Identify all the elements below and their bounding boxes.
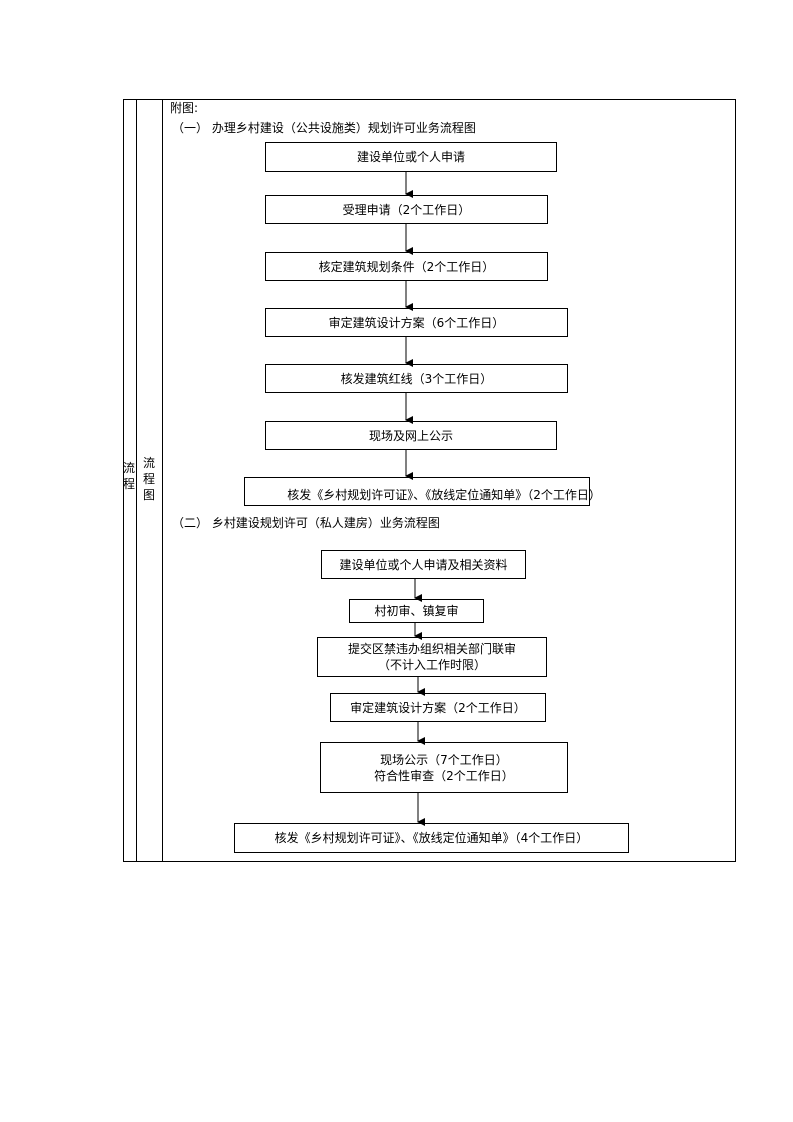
- column-label-flowchart: 流程图: [142, 456, 155, 502]
- s2-step-design-review-label: 审定建筑设计方案（2个工作日）: [350, 700, 526, 715]
- s2-step-village-town-review: 村初审、镇复审: [349, 599, 484, 623]
- s1-step-issue-permit: 核发《乡村规划许可证》、《放线定位通知单》（2个工作日）: [244, 477, 601, 506]
- s1-step-public-notice: 现场及网上公示: [265, 421, 557, 450]
- s1-step-public-notice-label: 现场及网上公示: [368, 428, 453, 443]
- s2-step-issue-permit-label: 核发《乡村规划许可证》、《放线定位通知单》（4个工作日）: [274, 831, 589, 845]
- s2-step-apply-label: 建设单位或个人申请及相关资料: [339, 557, 508, 572]
- s1-step-apply-label: 建设单位或个人申请: [356, 150, 465, 164]
- s1-step-accept-label: 受理申请（2个工作日）: [342, 202, 471, 217]
- s2-step-village-town-review-label: 村初审、镇复审: [374, 604, 459, 618]
- s2-step-apply: 建设单位或个人申请及相关资料: [321, 550, 526, 579]
- column-divider-2: [162, 100, 163, 861]
- column-label-process: 流程: [122, 461, 135, 491]
- s1-step-planning-conditions-label: 核定建筑规划条件（2个工作日）: [318, 259, 495, 274]
- s1-step-apply: 建设单位或个人申请: [265, 142, 557, 172]
- s2-step-issue-permit: 核发《乡村规划许可证》、《放线定位通知单》（4个工作日）: [234, 823, 629, 853]
- s1-step-accept: 受理申请（2个工作日）: [265, 195, 548, 224]
- section1-title: （一） 办理乡村建设（公共设施类）规划许可业务流程图: [172, 121, 476, 135]
- s2-step-compliance-label: 符合性审查（2个工作日）: [374, 768, 514, 783]
- s2-step-notice-label: 现场公示（7个工作日）: [380, 752, 508, 767]
- s2-step-joint-review: 提交区禁违办组织相关部门联审 （不计入工作时限）: [317, 637, 547, 677]
- s1-step-planning-conditions: 核定建筑规划条件（2个工作日）: [265, 252, 548, 281]
- column-divider-1: [136, 100, 137, 861]
- s1-step-design-review: 审定建筑设计方案（6个工作日）: [265, 308, 568, 337]
- s1-step-issue-permit-label: 核发《乡村规划许可证》、《放线定位通知单》（2个工作日）: [287, 488, 601, 502]
- flowchart-table: [123, 99, 736, 862]
- s2-step-design-review: 审定建筑设计方案（2个工作日）: [330, 693, 546, 722]
- section2-title: （二） 乡村建设规划许可（私人建房）业务流程图: [172, 516, 440, 530]
- s2-step-notice-compliance: 现场公示（7个工作日） 符合性审查（2个工作日）: [320, 742, 568, 793]
- s2-step-joint-review-label: 提交区禁违办组织相关部门联审: [347, 642, 516, 656]
- s1-step-red-line-label: 核发建筑红线（3个工作日）: [340, 371, 493, 386]
- appendix-label: 附图:: [170, 101, 199, 115]
- s1-step-red-line: 核发建筑红线（3个工作日）: [265, 364, 568, 393]
- s1-step-design-review-label: 审定建筑设计方案（6个工作日）: [328, 315, 505, 330]
- s2-step-joint-review-note: （不计入工作时限）: [377, 658, 486, 672]
